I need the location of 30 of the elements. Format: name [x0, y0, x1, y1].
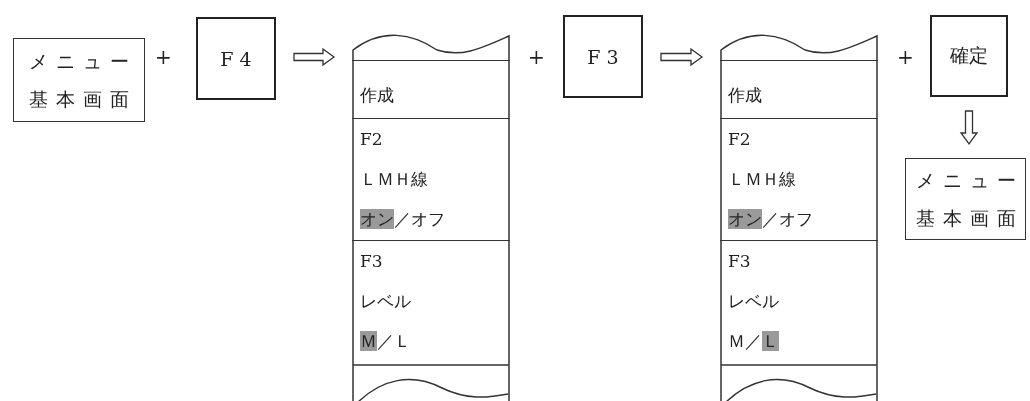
key-box: [930, 15, 1008, 97]
plus-sign: +: [155, 47, 172, 67]
key-box: [563, 15, 643, 98]
menu-text: ＬＭＨ線: [728, 168, 796, 191]
screen-title: メニュー基本画面: [28, 49, 137, 112]
menu-text: 作成: [360, 84, 394, 107]
menu-text: オン／オフ: [728, 208, 813, 231]
menu-text: オン／オフ: [360, 208, 445, 231]
screen-box: [13, 38, 145, 122]
plus-sign: +: [528, 47, 545, 67]
menu-text: Ｍ／Ｌ: [360, 330, 411, 353]
menu-text: Ｍ／Ｌ: [728, 330, 779, 353]
menu-text: F2: [728, 128, 751, 151]
menu-text: ＬＭＨ線: [360, 168, 428, 191]
key-box: [196, 17, 276, 100]
menu-text: F2: [360, 128, 383, 151]
key-label: F 3: [587, 45, 619, 68]
menu-text: F3: [728, 250, 751, 273]
menu-text: レベル: [360, 290, 411, 313]
key-label: 確定: [950, 43, 988, 68]
screen-box: [905, 158, 1026, 240]
plus-sign: +: [897, 47, 914, 67]
menu-text: 作成: [728, 84, 762, 107]
hollow-arrow: [959, 110, 979, 146]
hollow-arrow: [660, 47, 704, 67]
menu-text: レベル: [728, 290, 779, 313]
key-label: F 4: [220, 47, 252, 70]
menu-text: F3: [360, 250, 383, 273]
hollow-arrow: [293, 47, 336, 67]
screen-title: メニュー基本画面: [914, 168, 1024, 231]
